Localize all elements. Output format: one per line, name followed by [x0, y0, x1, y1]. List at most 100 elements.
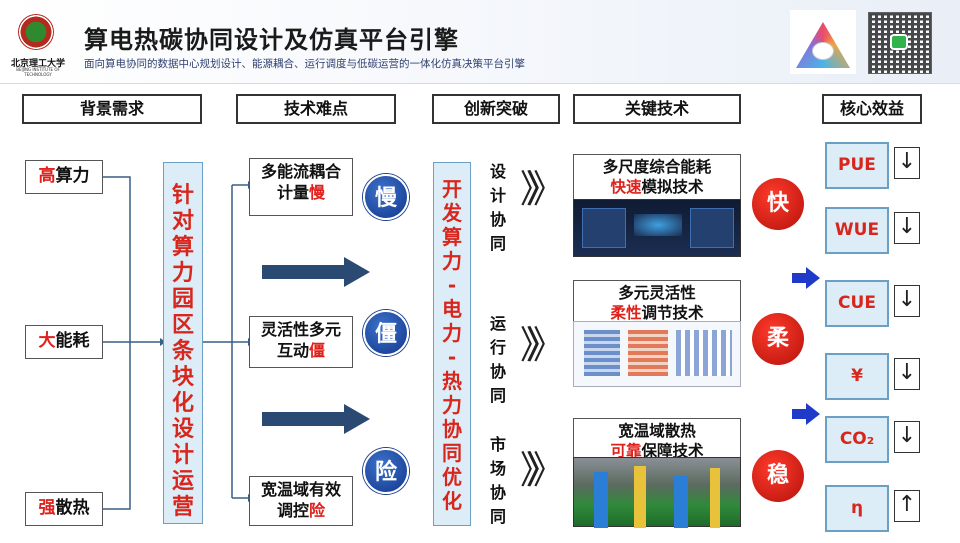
- dashboard-screenshot-image: [573, 199, 741, 257]
- collab-char: 同: [489, 386, 506, 405]
- benefit-co2: CO₂: [825, 416, 889, 463]
- tech-cooling-reliability: 宽温域散热 可靠保障技术: [573, 418, 741, 462]
- innovation-char: 同: [442, 441, 462, 465]
- difficulty-line2: 调控: [276, 501, 309, 520]
- arrow-down-icon: ↓: [894, 285, 920, 317]
- tech-line1: 宽温域散热: [618, 422, 696, 440]
- innovation-panel: 开 发 算 力 - 电 力 - 热 力 协 同 优 化: [433, 162, 471, 526]
- flow-arrow-icon: [262, 257, 374, 287]
- tech-line2: 调节技术: [641, 304, 704, 322]
- arrow-down-icon: ↓: [894, 358, 920, 390]
- innovation-char: -: [447, 273, 457, 297]
- summary-char: 力: [171, 261, 194, 286]
- column-header-innovation: 创新突破: [432, 94, 560, 124]
- summary-char: 设: [171, 417, 194, 442]
- innovation-char: 算: [442, 225, 462, 249]
- summary-char: 营: [171, 495, 194, 520]
- tech-keyword: 可靠: [610, 442, 642, 460]
- innovation-char: 协: [442, 417, 462, 441]
- difficulty-line2: 互动: [276, 341, 309, 360]
- summary-char: 对: [171, 209, 194, 234]
- university-logo-icon: [18, 14, 54, 50]
- collab-char: 计: [489, 186, 506, 205]
- difficulty-line1: 灵活性多元: [260, 320, 341, 339]
- column-header-benefit: 核心效益: [822, 94, 922, 124]
- arrow-down-icon: ↓: [894, 212, 920, 244]
- benefit-wue: WUE: [825, 207, 889, 254]
- tech-keyword: 快速: [610, 178, 642, 196]
- difficulty-line1: 多能流耦合: [260, 162, 341, 181]
- benefit-cue: CUE: [825, 280, 889, 327]
- difficulty-keyword: 慢: [309, 183, 326, 202]
- need-highlight: 强: [38, 498, 56, 518]
- summary-char: 块: [171, 365, 194, 390]
- badge-rigid: 僵: [363, 310, 409, 356]
- summary-char: 区: [171, 313, 194, 338]
- difficulty-wide-temperature: 宽温域有效 调控险: [249, 476, 353, 526]
- flow-arrow-icon: [262, 404, 374, 434]
- flexibility-diagram-image: [573, 321, 741, 387]
- badge-flexible: 柔: [752, 313, 804, 365]
- collaboration-market: 市 场 协 同: [489, 433, 507, 529]
- collab-char: 场: [489, 459, 506, 478]
- arrow-up-icon: ↑: [894, 490, 920, 522]
- column-header-difficulty: 技术难点: [236, 94, 396, 124]
- innovation-char: 力: [442, 249, 462, 273]
- logo-name-en: BEIJING INSTITUTE OF TECHNOLOGY: [16, 67, 60, 77]
- page-title: 算电热碳协同设计及仿真平台引擎: [84, 26, 459, 54]
- column-header-background: 背景需求: [22, 94, 202, 124]
- innovation-char: 热: [442, 369, 462, 393]
- tech-line2: 模拟技术: [641, 178, 704, 196]
- collaboration-design: 设 计 协 同: [489, 160, 507, 256]
- cooling-pipes-photo: [573, 457, 741, 528]
- summary-char: 针: [171, 183, 194, 208]
- summary-char: 计: [171, 443, 194, 468]
- chevron-right-icon: 》》: [520, 448, 565, 492]
- wechat-icon: [890, 34, 908, 50]
- innovation-char: 力: [442, 321, 462, 345]
- innovation-char: 优: [442, 465, 462, 489]
- qr-code-icon[interactable]: [868, 12, 932, 74]
- tech-keyword: 柔性: [610, 304, 642, 322]
- need-text: 能耗: [55, 331, 90, 351]
- collab-char: 运: [489, 314, 506, 333]
- difficulty-multi-energy: 多能流耦合 计量慢: [249, 158, 353, 216]
- triangle-diagram-icon: [790, 10, 856, 74]
- column-header-technology: 关键技术: [573, 94, 741, 124]
- chevron-right-icon: 》》: [520, 323, 565, 367]
- collab-char: 市: [489, 435, 506, 454]
- badge-risk: 险: [363, 448, 409, 494]
- need-text: 散热: [55, 498, 90, 518]
- summary-char: 化: [171, 391, 194, 416]
- summary-char: 条: [171, 339, 194, 364]
- summary-char: 园: [171, 287, 194, 312]
- collab-char: 协: [489, 210, 506, 229]
- arrow-right-icon: [792, 267, 822, 289]
- arrow-down-icon: ↓: [894, 147, 920, 179]
- innovation-char: 力: [442, 393, 462, 417]
- badge-slow: 慢: [363, 174, 409, 220]
- logo-name-cn: 北京理工大学: [10, 59, 65, 69]
- collab-char: 行: [489, 338, 506, 357]
- difficulty-keyword: 险: [309, 501, 326, 520]
- summary-char: 运: [171, 469, 194, 494]
- tech-energy-simulation: 多尺度综合能耗 快速模拟技术: [573, 154, 741, 200]
- tech-line1: 多尺度综合能耗: [602, 158, 712, 176]
- collab-char: 设: [489, 162, 506, 181]
- arrow-right-icon: [792, 403, 822, 425]
- difficulty-line2: 计量: [276, 183, 309, 202]
- difficulty-flexibility: 灵活性多元 互动僵: [249, 316, 353, 368]
- need-highlight: 大: [38, 331, 56, 351]
- need-text: 算力: [55, 166, 90, 186]
- collab-char: 协: [489, 362, 506, 381]
- chevron-right-icon: 》》: [520, 167, 565, 211]
- benefit-pue: PUE: [825, 142, 889, 189]
- innovation-char: 化: [442, 489, 462, 513]
- summary-char: 算: [171, 235, 194, 260]
- badge-stable: 稳: [752, 450, 804, 502]
- tech-line1: 多元灵活性: [618, 284, 696, 302]
- page-subtitle: 面向算电协同的数据中心规划设计、能源耦合、运行调度与低碳运营的一体化仿真决策平台…: [84, 58, 525, 70]
- need-high-compute: 高算力: [25, 160, 103, 194]
- need-highlight: 高: [38, 166, 56, 186]
